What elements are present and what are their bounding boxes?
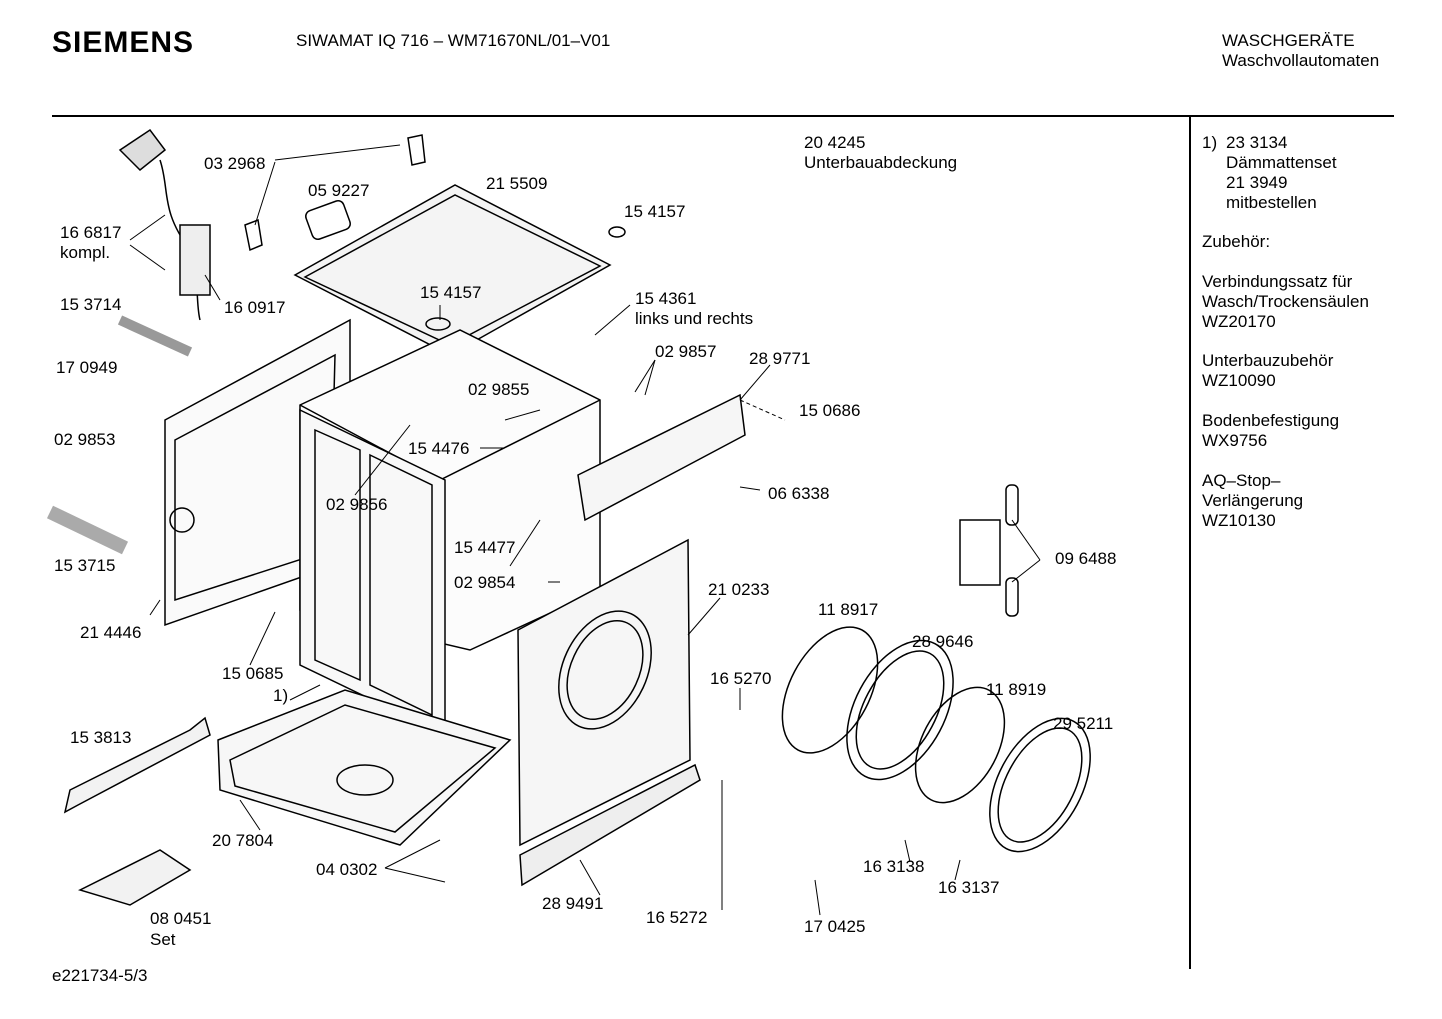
accessory-name: Bodenbefestigung bbox=[1202, 411, 1340, 430]
part-label: 1) bbox=[273, 686, 289, 705]
part-label: 21 0233 bbox=[708, 580, 770, 599]
part-label: 16 5272 bbox=[646, 908, 708, 927]
pin-part bbox=[1005, 484, 1019, 526]
part-label: 20 7804 bbox=[212, 831, 274, 850]
accessory-code: WZ10090 bbox=[1202, 371, 1276, 390]
part-note: Unterbauabdeckung bbox=[804, 153, 958, 172]
header-divider bbox=[52, 115, 1394, 117]
power-cord-part bbox=[118, 128, 211, 321]
accessory-name: Wasch/Trockensäulen bbox=[1202, 292, 1369, 311]
part-label: 15 4477 bbox=[454, 538, 516, 557]
part-label: 29 5211 bbox=[1053, 714, 1114, 733]
part-label: 16 0917 bbox=[224, 298, 286, 317]
part-label: 15 0685 bbox=[222, 664, 284, 683]
accessory-code: WZ10130 bbox=[1202, 511, 1276, 530]
lid-clip-part bbox=[608, 226, 626, 238]
part-label: 28 9491 bbox=[542, 894, 604, 913]
model-title: SIWAMAT IQ 716 – WM71670NL/01–V01 bbox=[296, 31, 611, 50]
top-panel-part bbox=[293, 184, 612, 356]
accessory-name: Unterbauzubehör bbox=[1202, 351, 1334, 370]
part-label: 15 3714 bbox=[60, 295, 122, 314]
footnote-line: mitbestellen bbox=[1226, 193, 1317, 212]
door-rings-part bbox=[781, 626, 1091, 853]
part-label: 11 8917 bbox=[818, 600, 879, 619]
part-label: 15 4476 bbox=[408, 439, 470, 458]
hose-part bbox=[117, 315, 193, 357]
pin-part bbox=[1005, 577, 1019, 617]
clip-part bbox=[407, 134, 426, 166]
part-label: 02 9853 bbox=[54, 430, 116, 449]
part-label: 15 0686 bbox=[799, 401, 861, 420]
part-label: 21 4446 bbox=[80, 623, 142, 642]
bracket-part bbox=[577, 393, 746, 522]
transport-plate-part bbox=[77, 849, 192, 906]
leader-lines bbox=[129, 144, 1041, 916]
category-subtitle: Waschvollautomaten bbox=[1222, 51, 1380, 70]
footnote-marker: 1) bbox=[1202, 133, 1218, 152]
part-label: 02 9854 bbox=[454, 573, 516, 592]
part-label: 04 0302 bbox=[316, 860, 378, 879]
part-label: 15 4157 bbox=[420, 283, 482, 302]
part-label: 15 3813 bbox=[70, 728, 132, 747]
part-label: 16 3137 bbox=[938, 878, 1000, 897]
part-label: 03 2968 bbox=[204, 154, 266, 173]
accessory-code: WZ20170 bbox=[1202, 312, 1276, 331]
part-label: 02 9856 bbox=[326, 495, 388, 514]
front-panel-part bbox=[517, 538, 691, 847]
part-label: 16 3138 bbox=[863, 857, 925, 876]
accessories-title: Zubehör: bbox=[1202, 232, 1271, 251]
part-label: 08 0451 bbox=[150, 909, 212, 928]
exploded-view-drawing bbox=[46, 128, 1091, 916]
hinge-part bbox=[959, 519, 1001, 586]
part-label: 05 9227 bbox=[308, 181, 370, 200]
part-label: 28 9771 bbox=[749, 349, 811, 368]
part-label: 16 5270 bbox=[710, 669, 772, 688]
part-label: 21 5509 bbox=[486, 174, 548, 193]
base-frame-part bbox=[217, 689, 512, 846]
part-label: 17 0949 bbox=[56, 358, 118, 377]
part-label: 15 4361 bbox=[635, 289, 697, 308]
part-label: 15 4157 bbox=[624, 202, 686, 221]
part-label: 17 0425 bbox=[804, 917, 866, 936]
part-label: 09 6488 bbox=[1055, 549, 1117, 568]
part-label: 11 8919 bbox=[986, 680, 1047, 699]
footnote-line: Dämmattenset bbox=[1226, 153, 1337, 172]
part-label: 16 6817 bbox=[60, 223, 122, 242]
part-label: 28 9646 bbox=[912, 632, 974, 651]
wrench-part bbox=[63, 716, 211, 814]
footnote-line: 21 3949 bbox=[1226, 173, 1288, 192]
part-label: 02 9855 bbox=[468, 380, 530, 399]
accessory-name: Verlängerung bbox=[1202, 491, 1304, 510]
document-code: e221734-5/3 bbox=[52, 966, 148, 985]
part-note: kompl. bbox=[60, 243, 111, 262]
accessory-name: Verbindungssatz für bbox=[1202, 272, 1353, 291]
part-label: 20 4245 bbox=[804, 133, 866, 152]
part-note: links und rechts bbox=[635, 309, 754, 328]
kickplate-part bbox=[519, 763, 701, 887]
clip-part bbox=[244, 218, 263, 252]
part-label: 02 9857 bbox=[655, 342, 717, 361]
hose-part bbox=[46, 505, 129, 555]
handle-part bbox=[305, 200, 351, 240]
part-label: 06 6338 bbox=[768, 484, 830, 503]
accessory-name: AQ–Stop– bbox=[1202, 471, 1281, 490]
accessory-code: WX9756 bbox=[1202, 431, 1268, 450]
category-title: WASCHGERÄTE bbox=[1222, 31, 1355, 50]
part-label: 15 3715 bbox=[54, 556, 116, 575]
brand-logo: SIEMENS bbox=[52, 26, 195, 59]
sidebar-divider bbox=[1189, 117, 1191, 969]
part-note: Set bbox=[150, 930, 176, 949]
footnote-line: 23 3134 bbox=[1226, 133, 1288, 152]
